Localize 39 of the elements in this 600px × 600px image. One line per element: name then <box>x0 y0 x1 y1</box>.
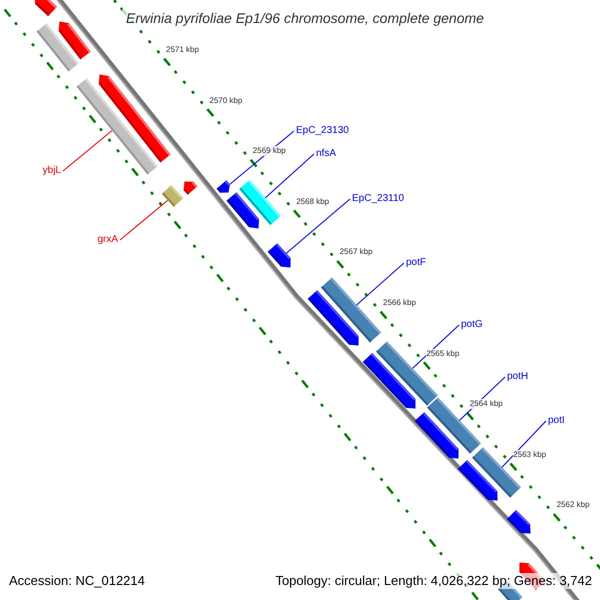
leader-line <box>501 420 546 468</box>
gene-label: potI <box>548 415 565 427</box>
gene-feature <box>76 78 158 175</box>
gene-feature <box>268 243 291 268</box>
scale-label: 2564 kbp <box>470 399 503 410</box>
gene-label: grxA <box>97 234 118 246</box>
gene-feature <box>36 23 79 72</box>
leader-line <box>62 130 112 172</box>
scale-label: 2567 kbp <box>340 247 373 258</box>
gene-label: EpC_23130 <box>296 125 349 137</box>
accession-text: Accession: NC_012214 <box>7 573 147 589</box>
gene-feature <box>34 0 57 16</box>
gene-feature <box>184 182 198 195</box>
gene-label: ybjL <box>42 165 61 177</box>
scale-label: 2568 kbp <box>296 196 330 207</box>
gene-feature <box>226 192 259 228</box>
scale-label: 2562 kbp <box>556 500 590 510</box>
gene-label: potG <box>461 319 483 331</box>
leader-line <box>412 324 460 369</box>
leader-line <box>356 262 404 306</box>
gene-feature <box>506 510 530 534</box>
gene-label: EpC_23110 <box>352 193 404 205</box>
gene-label: potH <box>507 371 528 383</box>
gene-label: potF <box>406 257 426 269</box>
gene-feature <box>414 412 458 458</box>
gene-feature <box>362 353 416 408</box>
gene-feature <box>216 180 230 193</box>
leader-line <box>286 198 350 254</box>
gene-feature <box>308 290 359 346</box>
scale-label: 2571 kbp <box>166 45 199 55</box>
genome-summary: Topology: circular; Length: 4,026,322 bp; Genes: 3,742 <box>273 573 594 589</box>
gene-feature <box>162 185 184 207</box>
gene-label: nfsA <box>316 148 336 160</box>
scale-label: 2570 kbp <box>209 96 242 106</box>
scale-label: 2563 kbp <box>513 450 546 460</box>
gene-feature <box>458 460 498 500</box>
leader-line <box>120 200 168 240</box>
scale-label: 2565 kbp <box>426 348 460 359</box>
scale-label: 2569 kbp <box>252 146 286 156</box>
